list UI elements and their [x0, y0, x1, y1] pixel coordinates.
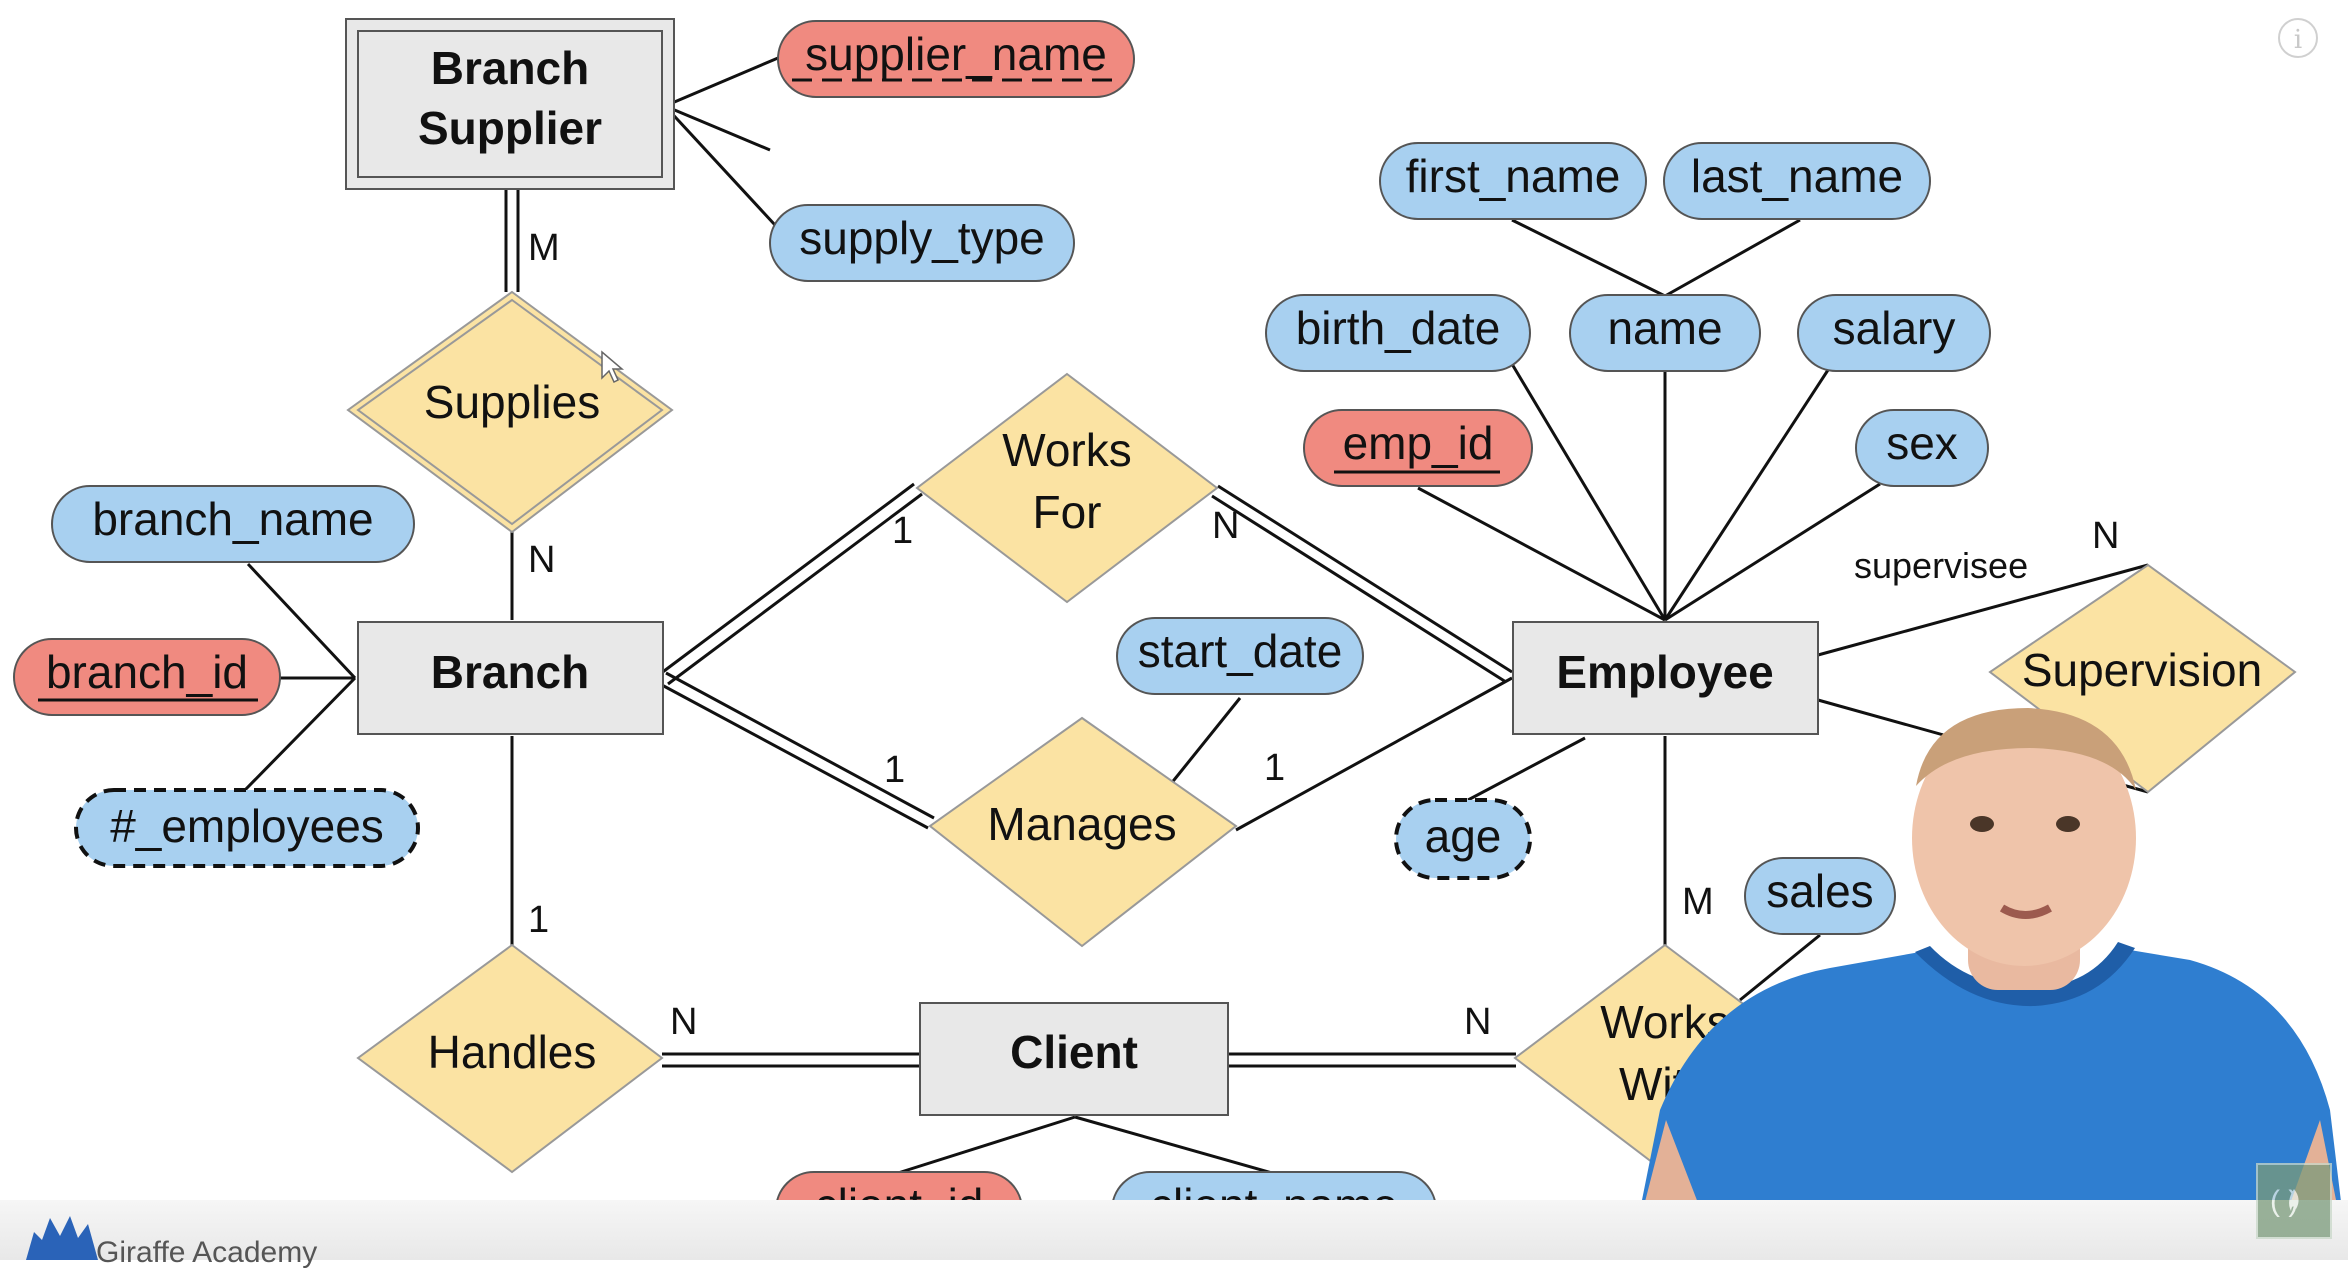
mouse-cursor-icon	[601, 350, 625, 384]
attribute-name-label: name	[1607, 302, 1722, 354]
attribute-branch-id-label: branch_id	[46, 646, 248, 698]
attribute-supply-type-label: supply_type	[799, 212, 1045, 264]
line-manages-employee	[1235, 676, 1513, 832]
footer-bar: Giraffe Academy	[0, 1200, 2348, 1269]
relationship-supplies-label: Supplies	[424, 376, 600, 428]
attribute-birth-date[interactable]: birth_date	[1265, 294, 1531, 372]
total-participation-lines	[504, 190, 1516, 1068]
card-employee-workswith: M	[1682, 881, 1714, 923]
card-supplier-supplies: M	[528, 227, 560, 269]
connector-lines	[243, 56, 2149, 1175]
attribute-salary[interactable]: salary	[1797, 294, 1991, 372]
attribute-emp-id-label: emp_id	[1343, 417, 1494, 469]
line-works-with-sales	[1739, 933, 1821, 1002]
entity-branch[interactable]: Branch	[357, 621, 664, 735]
attribute-num-employees[interactable]: #_employees	[74, 788, 420, 868]
line-first-name-name	[1511, 218, 1666, 298]
footer-brand-text: Giraffe Academy	[96, 1236, 318, 1269]
attribute-supplier-name-label: supplier_name	[805, 28, 1107, 80]
attribute-last-name[interactable]: last_name	[1663, 142, 1931, 220]
attribute-salary-label: salary	[1833, 302, 1956, 354]
relationship-supervision-label: Supervision	[2022, 644, 2262, 696]
card-branch-worksfor: 1	[892, 510, 913, 552]
attribute-sex-label: sex	[1886, 417, 1958, 469]
entity-branch-supplier-line2: Supplier	[418, 102, 602, 154]
relationship-works-for-line2: For	[1033, 486, 1102, 538]
line-branch-branch-name	[246, 562, 357, 680]
entity-branch-supplier-line1: Branch	[431, 42, 589, 94]
line-manages-start-date	[1168, 697, 1242, 786]
attribute-sales-label: sales	[1766, 865, 1873, 917]
relationship-handles[interactable]: Handles	[356, 943, 664, 1174]
line-branch-num-employees	[243, 676, 357, 792]
card-client-workswith: N	[1464, 1001, 1491, 1043]
giraffe-logo-icon	[26, 1216, 98, 1260]
attribute-sex[interactable]: sex	[1855, 409, 1989, 487]
relationship-works-for[interactable]: Works For	[915, 372, 1219, 604]
line-emp-id-employee	[1417, 486, 1666, 622]
attribute-age[interactable]: age	[1394, 798, 1532, 880]
card-supplies-branch: N	[528, 539, 555, 581]
entity-branch-supplier[interactable]: Branch Supplier	[345, 18, 675, 190]
relationship-manages[interactable]: Manages	[928, 716, 1238, 948]
relationship-handles-label: Handles	[428, 1026, 597, 1078]
card-manages-employee: 1	[1264, 747, 1285, 789]
attribute-branch-name[interactable]: branch_name	[51, 485, 415, 563]
line-salary-employee	[1663, 369, 1830, 621]
line-last-name-name	[1664, 218, 1801, 298]
line-supplier-supplier-name	[664, 56, 779, 108]
line-client-client-id	[897, 1115, 1076, 1175]
entity-client[interactable]: Client	[919, 1002, 1229, 1116]
attribute-sales[interactable]: sales	[1744, 857, 1896, 935]
line-client-client-name	[1074, 1115, 1273, 1175]
entity-employee[interactable]: Employee	[1512, 621, 1819, 735]
line-supervisee	[1817, 563, 2149, 657]
attribute-branch-id[interactable]: branch_id	[13, 638, 281, 716]
attribute-supplier-name[interactable]: supplier_name	[777, 20, 1135, 98]
entity-client-label: Client	[1010, 1026, 1138, 1078]
attribute-supply-type[interactable]: supply_type	[769, 204, 1075, 282]
relationship-supplies[interactable]: Supplies	[346, 290, 674, 534]
relationship-supervision[interactable]: Supervision	[1988, 563, 2297, 794]
card-supervisee: N	[2092, 515, 2119, 557]
role-supervisee: supervisee	[1854, 545, 2028, 586]
presenter-webcam-overlay	[1630, 708, 2348, 1260]
attribute-emp-id[interactable]: emp_id	[1303, 409, 1533, 487]
video-watermark-icon: ( )	[2256, 1163, 2332, 1239]
relationship-works-for-line1: Works	[1002, 424, 1132, 476]
line-supplier-stub	[664, 104, 771, 152]
card-worksfor-employee: N	[1212, 505, 1239, 547]
attribute-birth-date-label: birth_date	[1296, 302, 1501, 354]
attribute-start-date[interactable]: start_date	[1116, 617, 1364, 695]
card-branch-manages: 1	[884, 749, 905, 791]
card-branch-handles: 1	[528, 899, 549, 941]
card-handles-client: N	[670, 1001, 697, 1043]
attribute-num-employees-label: #_employees	[110, 800, 384, 852]
info-icon[interactable]: i	[2278, 18, 2318, 58]
line-supplier-supply-type	[663, 104, 777, 227]
attribute-first-name[interactable]: first_name	[1379, 142, 1647, 220]
relationship-manages-label: Manages	[987, 798, 1176, 850]
line-sex-employee	[1664, 482, 1881, 622]
line-birth-date-employee	[1510, 363, 1667, 621]
attribute-last-name-label: last_name	[1691, 150, 1903, 202]
attribute-branch-name-label: branch_name	[92, 493, 373, 545]
attribute-age-label: age	[1425, 810, 1502, 862]
attribute-name[interactable]: name	[1569, 294, 1761, 372]
line-employee-age	[1467, 736, 1586, 802]
attribute-start-date-label: start_date	[1138, 625, 1343, 677]
entity-employee-label: Employee	[1556, 646, 1773, 698]
entity-branch-label: Branch	[431, 646, 589, 698]
attribute-first-name-label: first_name	[1406, 150, 1621, 202]
